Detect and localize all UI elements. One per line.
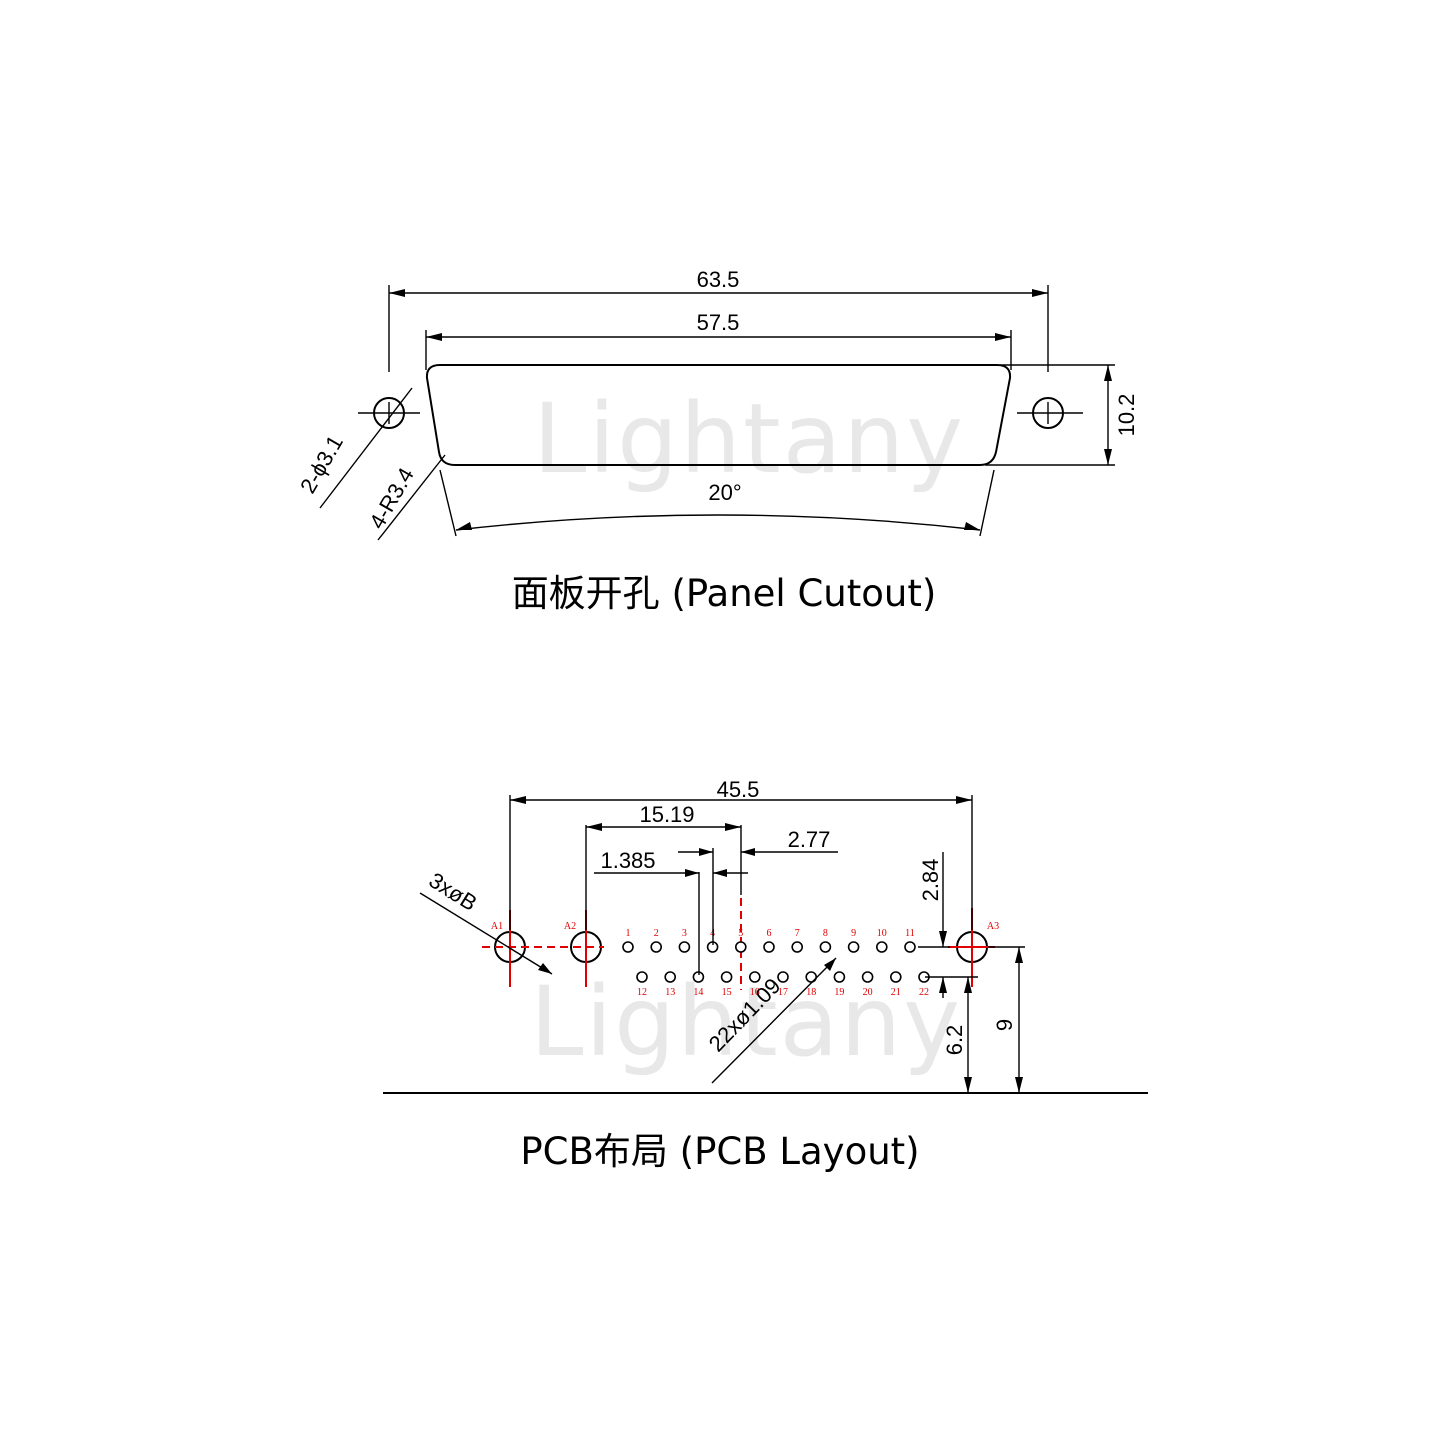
top-pin-hole-3 <box>678 941 691 953</box>
top-pin-label-5: 5 <box>738 928 743 939</box>
bottom-pin-label-20: 20 <box>863 987 873 998</box>
dim-cutout-height: 10.2 <box>1114 394 1139 437</box>
top-pin-hole-8 <box>819 941 832 953</box>
bottom-pin-hole-20 <box>861 971 874 983</box>
dim-pcb-overall: 45.5 <box>717 777 760 802</box>
bottom-pin-hole-21 <box>889 971 902 983</box>
bottom-pin-label-17: 17 <box>778 987 788 998</box>
top-pin-hole-7 <box>791 941 804 953</box>
top-pin-hole-1 <box>622 941 634 953</box>
bottom-pin-label-22: 22 <box>919 987 929 998</box>
cutout-outline <box>425 364 1012 466</box>
top-pin-label-8: 8 <box>823 928 828 939</box>
bottom-pin-label-12: 12 <box>637 987 647 998</box>
top-pin-hole-2 <box>650 941 663 953</box>
bottom-pin-label-19: 19 <box>834 987 844 998</box>
top-pin-hole-5 <box>734 941 747 953</box>
bottom-pin-label-14: 14 <box>693 987 703 998</box>
dim-draft-angle: 20° <box>708 480 741 505</box>
dim-row-to-edge: 6.2 <box>942 1025 967 1056</box>
bottom-pin-hole-16 <box>748 971 761 983</box>
dim-mount-holes: 2-ϕ3.1 <box>295 431 348 498</box>
watermark-bottom: Lightany <box>530 966 962 1078</box>
pcb-caption: PCB布局 (PCB Layout) <box>520 1130 919 1173</box>
bottom-pin-label-13: 13 <box>665 987 675 998</box>
dim-pin-pitch: 2.77 <box>788 827 831 852</box>
top-pin-label-3: 3 <box>682 928 687 939</box>
label-a3: A3 <box>987 921 999 932</box>
top-pin-hole-10 <box>875 941 888 953</box>
top-pin-label-11: 11 <box>905 928 915 939</box>
top-pin-label-2: 2 <box>654 928 659 939</box>
dim-row-spacing: 2.84 <box>918 859 943 902</box>
top-pin-hole-9 <box>847 941 860 953</box>
bottom-pin-hole-15 <box>720 971 733 983</box>
bottom-pin-label-21: 21 <box>891 987 901 998</box>
panel-caption: 面板开孔 (Panel Cutout) <box>512 572 937 615</box>
top-pin-hole-11 <box>904 941 916 953</box>
top-pin-hole-6 <box>763 941 775 953</box>
bottom-pin-hole-12 <box>636 971 648 983</box>
dim-mount-to-edge: 9 <box>992 1019 1017 1031</box>
top-pin-label-7: 7 <box>795 928 800 939</box>
bottom-pin-hole-13 <box>664 971 677 983</box>
label-a1: A1 <box>491 921 503 932</box>
bottom-pin-label-16: 16 <box>750 987 760 998</box>
bottom-pin-label-18: 18 <box>806 987 816 998</box>
bottom-pin-hole-17 <box>777 971 789 983</box>
dim-cutout-width: 57.5 <box>697 310 740 335</box>
top-pin-label-10: 10 <box>877 928 887 939</box>
bottom-pin-label-15: 15 <box>722 987 732 998</box>
dim-a2-to-pin5: 15.19 <box>639 802 694 827</box>
top-pin-label-1: 1 <box>626 928 631 939</box>
dim-overall-width: 63.5 <box>697 267 740 292</box>
label-a2: A2 <box>564 921 576 932</box>
panel-cutout-view: 63.5 57.5 10.2 2-ϕ3.1 4-R3.4 20° 面板开孔 (P… <box>295 267 1139 615</box>
top-pin-label-9: 9 <box>851 928 856 939</box>
dim-mount-holes-pcb: 3xøB <box>425 867 482 915</box>
bottom-pin-hole-19 <box>833 971 846 983</box>
bottom-pin-hole-18 <box>805 971 818 983</box>
dim-half-pitch: 1.385 <box>600 848 655 873</box>
top-pin-label-6: 6 <box>767 928 772 939</box>
watermark-top: Lightany <box>533 383 965 495</box>
